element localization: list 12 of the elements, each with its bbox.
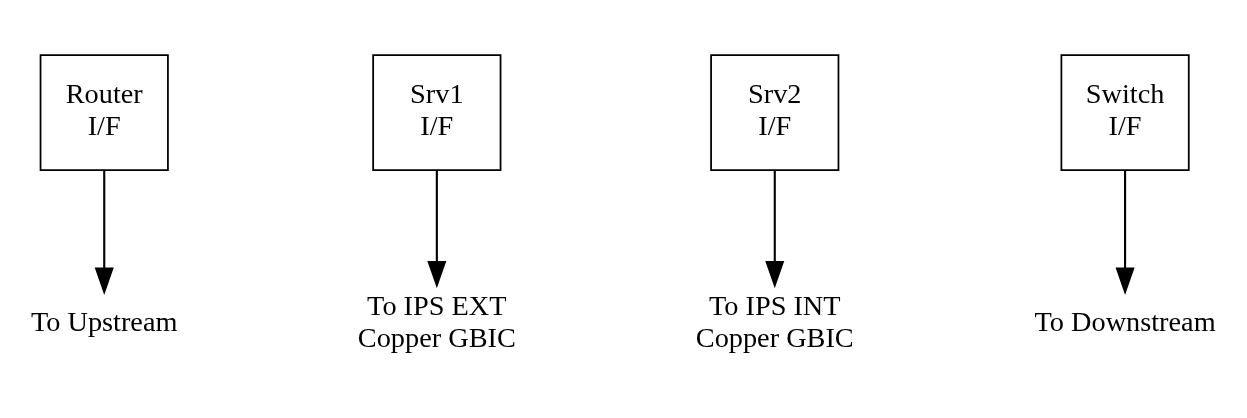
- node-text: To IPS EXT Copper GBIC: [357, 289, 516, 353]
- arrow: [94, 170, 114, 295]
- node-text: To Downstream: [1034, 305, 1216, 337]
- arrow: [427, 170, 447, 289]
- node-box: Srv2 I/F: [710, 54, 840, 171]
- node-text: To IPS INT Copper GBIC: [695, 289, 854, 353]
- node-box: Srv1 I/F: [372, 54, 502, 171]
- node-text: To Upstream: [30, 305, 178, 337]
- node-box: Switch I/F: [1060, 54, 1190, 171]
- arrow: [765, 170, 785, 289]
- arrow: [1115, 170, 1135, 295]
- node-box: Router I/F: [39, 54, 169, 171]
